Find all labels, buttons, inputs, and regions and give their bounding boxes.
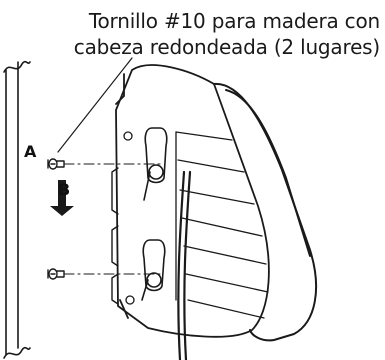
label-a: A [24, 142, 37, 161]
alignment-lines [63, 163, 161, 275]
callout-leader [57, 57, 133, 153]
callout-line-1: Tornillo #10 para madera con [88, 9, 380, 33]
wall [3, 60, 31, 359]
cable [177, 170, 192, 360]
screw-icon [47, 268, 65, 280]
bracket-back-plate [115, 64, 270, 338]
bracket-tabs [111, 167, 119, 305]
screw-icon [47, 158, 65, 170]
screw-boss [123, 131, 135, 305]
callout-line-2: cabeza redondeada (2 lugares) [73, 35, 380, 59]
screw-callout: Tornillo #10 para madera con cabeza redo… [62, 8, 380, 60]
label-b: B [58, 180, 71, 199]
bracket-ribs [175, 131, 269, 319]
enclosure-shell [213, 82, 317, 342]
arrow-down-left-icon [50, 180, 74, 216]
keyhole-slot [143, 127, 168, 201]
keyhole-slot [141, 239, 166, 301]
